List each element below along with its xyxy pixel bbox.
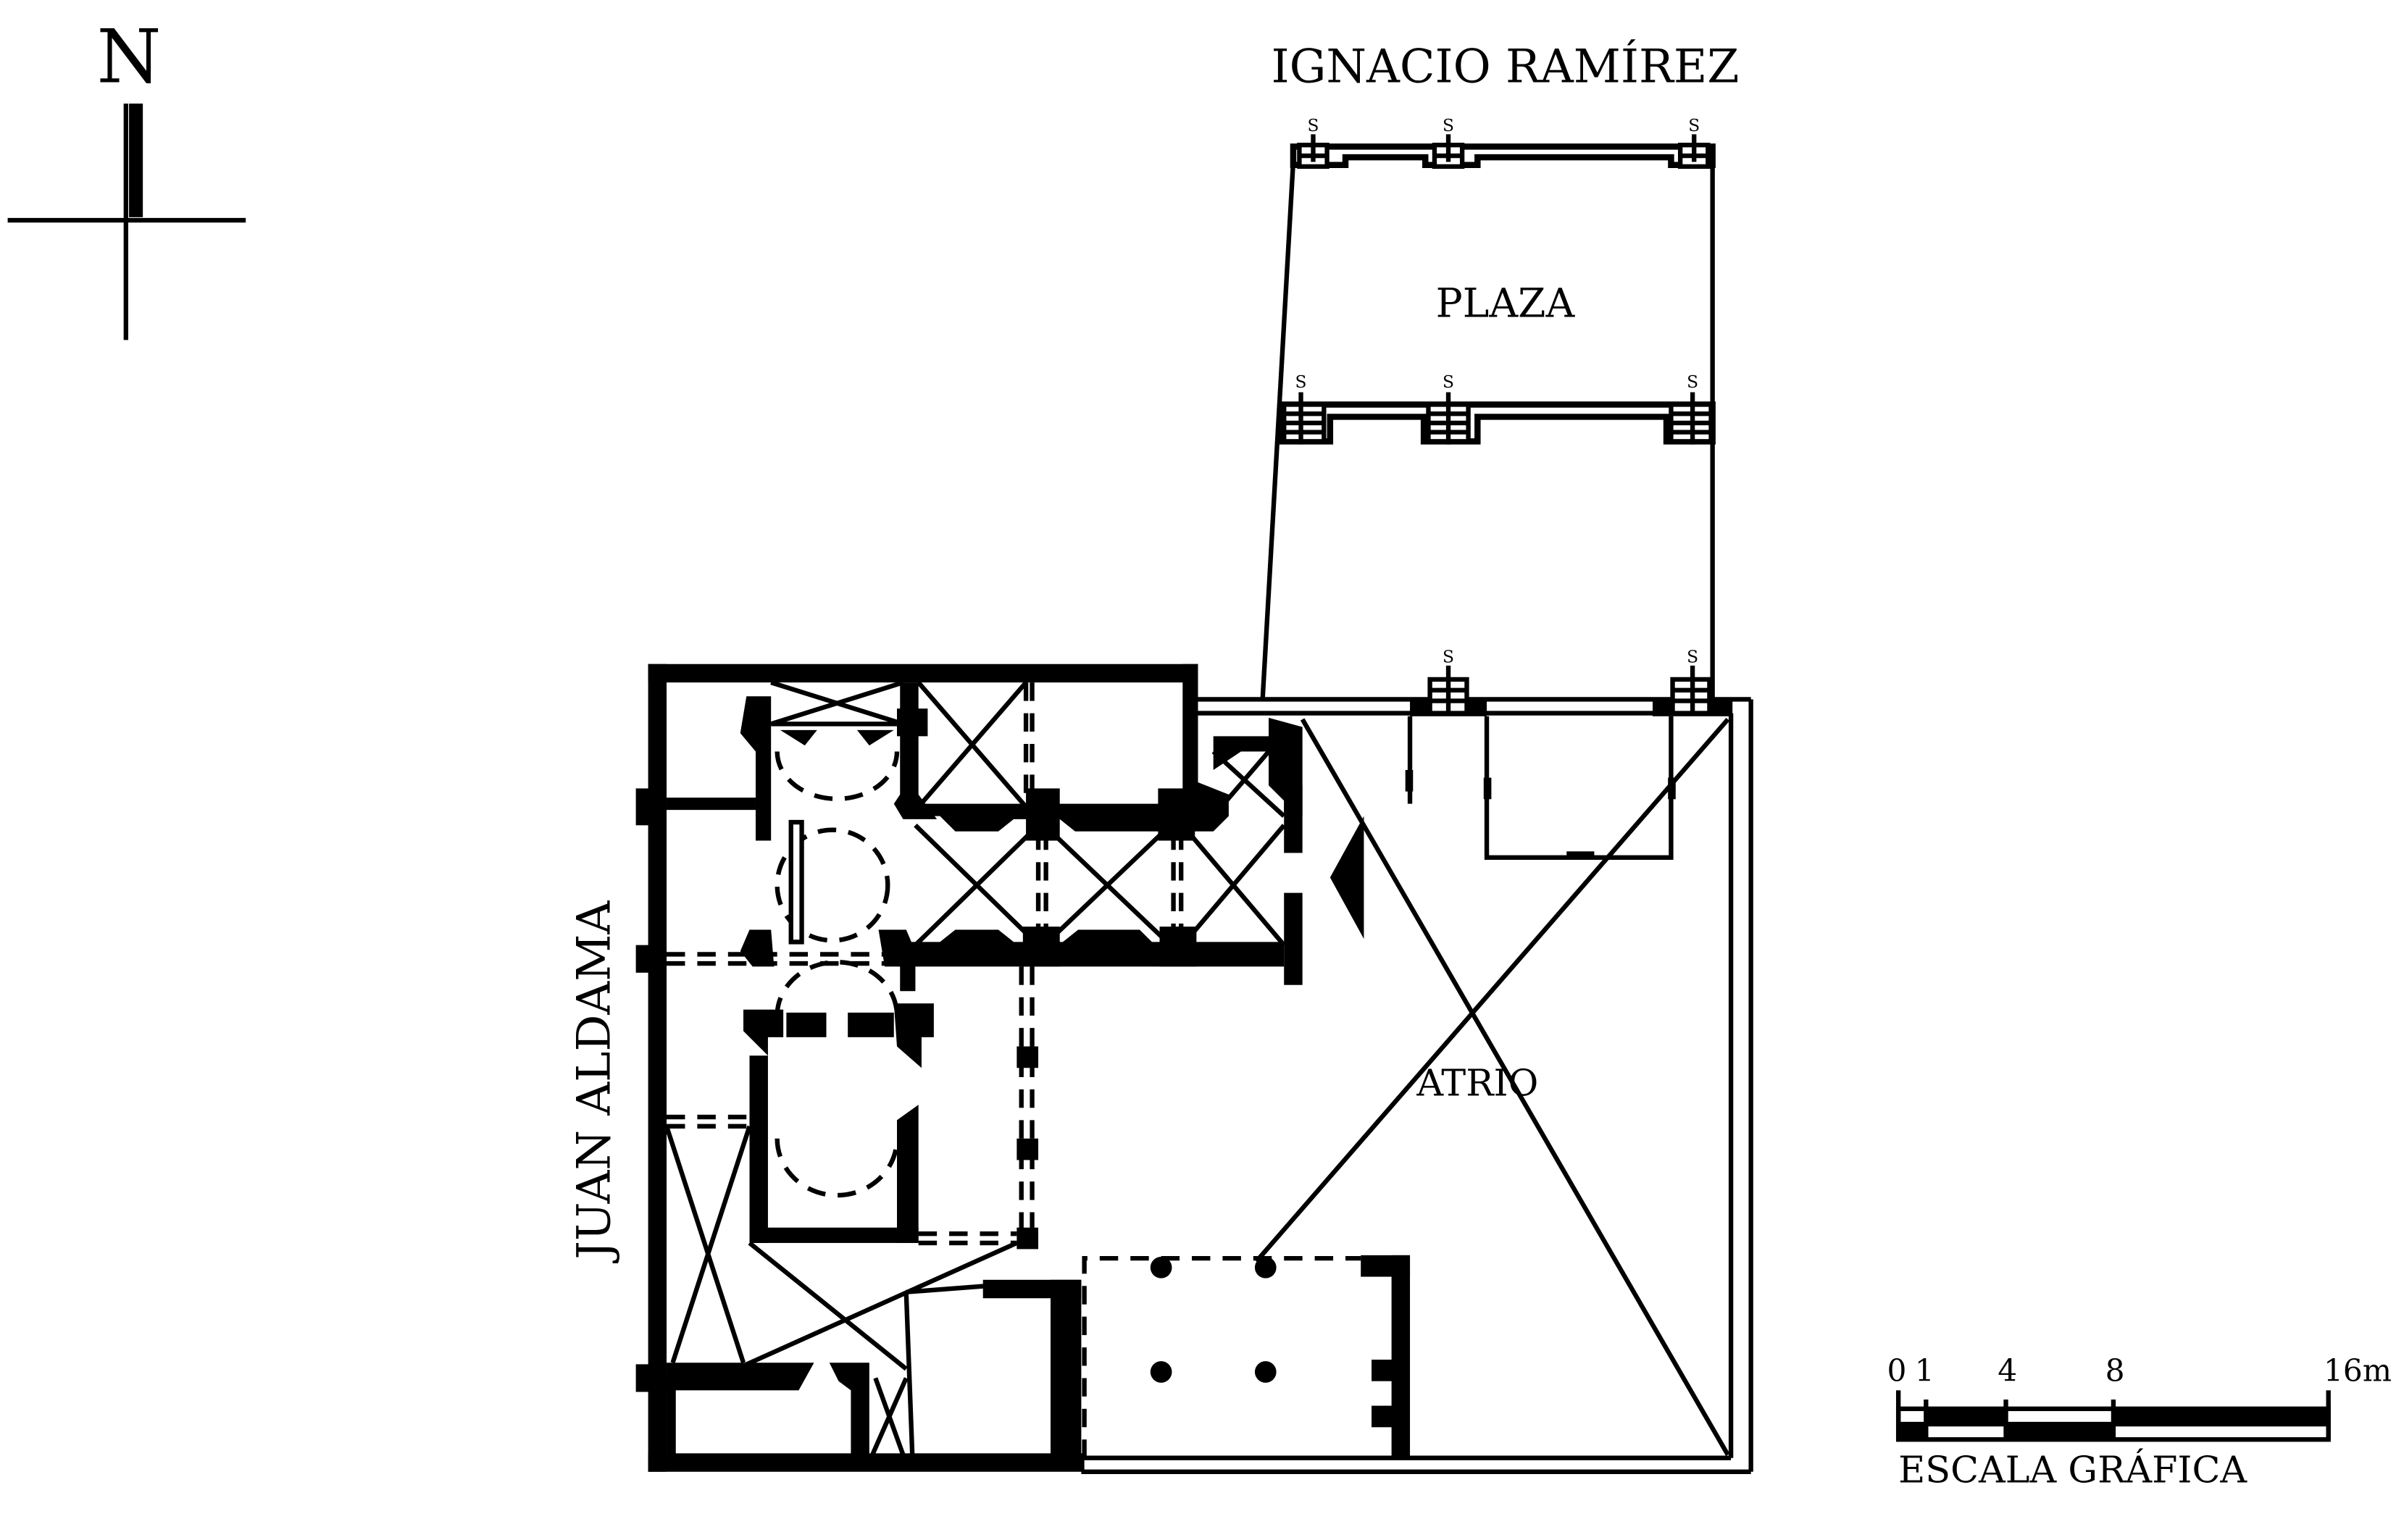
- plaza-upper-steps: S S S: [1290, 116, 1716, 170]
- west-buttress: [635, 1364, 667, 1392]
- column: [1254, 1256, 1277, 1279]
- scale-tick-label: 4: [1998, 1353, 2017, 1389]
- scale-tick-label: 1: [1915, 1353, 1934, 1389]
- column: [1254, 1361, 1277, 1383]
- north-label: N: [97, 14, 162, 99]
- plaza-west-edge: [1260, 162, 1296, 701]
- atrio-pier: [1330, 816, 1364, 940]
- step-mark: S: [1443, 648, 1454, 667]
- outer-wall-north: [648, 664, 1198, 683]
- street-label-west: JUAN ALDAMA: [567, 900, 621, 1264]
- step-mark: S: [1443, 116, 1454, 135]
- step-mark: S: [1295, 372, 1307, 392]
- atrio-label: ATRIO: [1416, 1061, 1538, 1104]
- step-mark: S: [1308, 116, 1319, 135]
- scale-tick-label: 16m: [2324, 1353, 2392, 1389]
- step-mark: S: [1687, 648, 1698, 667]
- outer-wall-west: [648, 664, 667, 1472]
- scale-title: ESCALA GRÁFICA: [1898, 1449, 2247, 1491]
- step-mark: S: [1443, 372, 1454, 392]
- outer-wall-east-north: [1182, 664, 1198, 805]
- column: [1150, 1361, 1172, 1383]
- column: [1150, 1256, 1172, 1279]
- atrio-structure: [1484, 716, 1674, 861]
- scale-tick-label: 0: [1887, 1353, 1907, 1389]
- atrio-diagonal: [1254, 717, 1730, 1263]
- outer-wall-south: [648, 1453, 1085, 1472]
- west-buttress: [635, 788, 667, 826]
- street-label-north: IGNACIO RAMÍREZ: [1271, 39, 1739, 93]
- plaza: S S S PLAZA S S S: [1260, 116, 1716, 701]
- portico: [1082, 1255, 1411, 1458]
- north-arrow-bar: [129, 103, 143, 217]
- step-mark: S: [1688, 116, 1700, 135]
- step-mark: S: [1687, 372, 1698, 392]
- main-building: [635, 664, 1303, 1472]
- north-arrow: N: [7, 14, 246, 340]
- scale-tick-label: 8: [2105, 1353, 2125, 1389]
- plaza-middle-steps: S S S: [1279, 372, 1716, 445]
- atrio: S S ATRIO: [1081, 648, 1753, 1474]
- atrio-diagonal: [1300, 718, 1730, 1457]
- plaza-label: PLAZA: [1436, 280, 1576, 327]
- west-buttress: [635, 945, 667, 973]
- scale-bar: 0 1 4 8 16m ESCALA GRÁFICA: [1887, 1353, 2392, 1491]
